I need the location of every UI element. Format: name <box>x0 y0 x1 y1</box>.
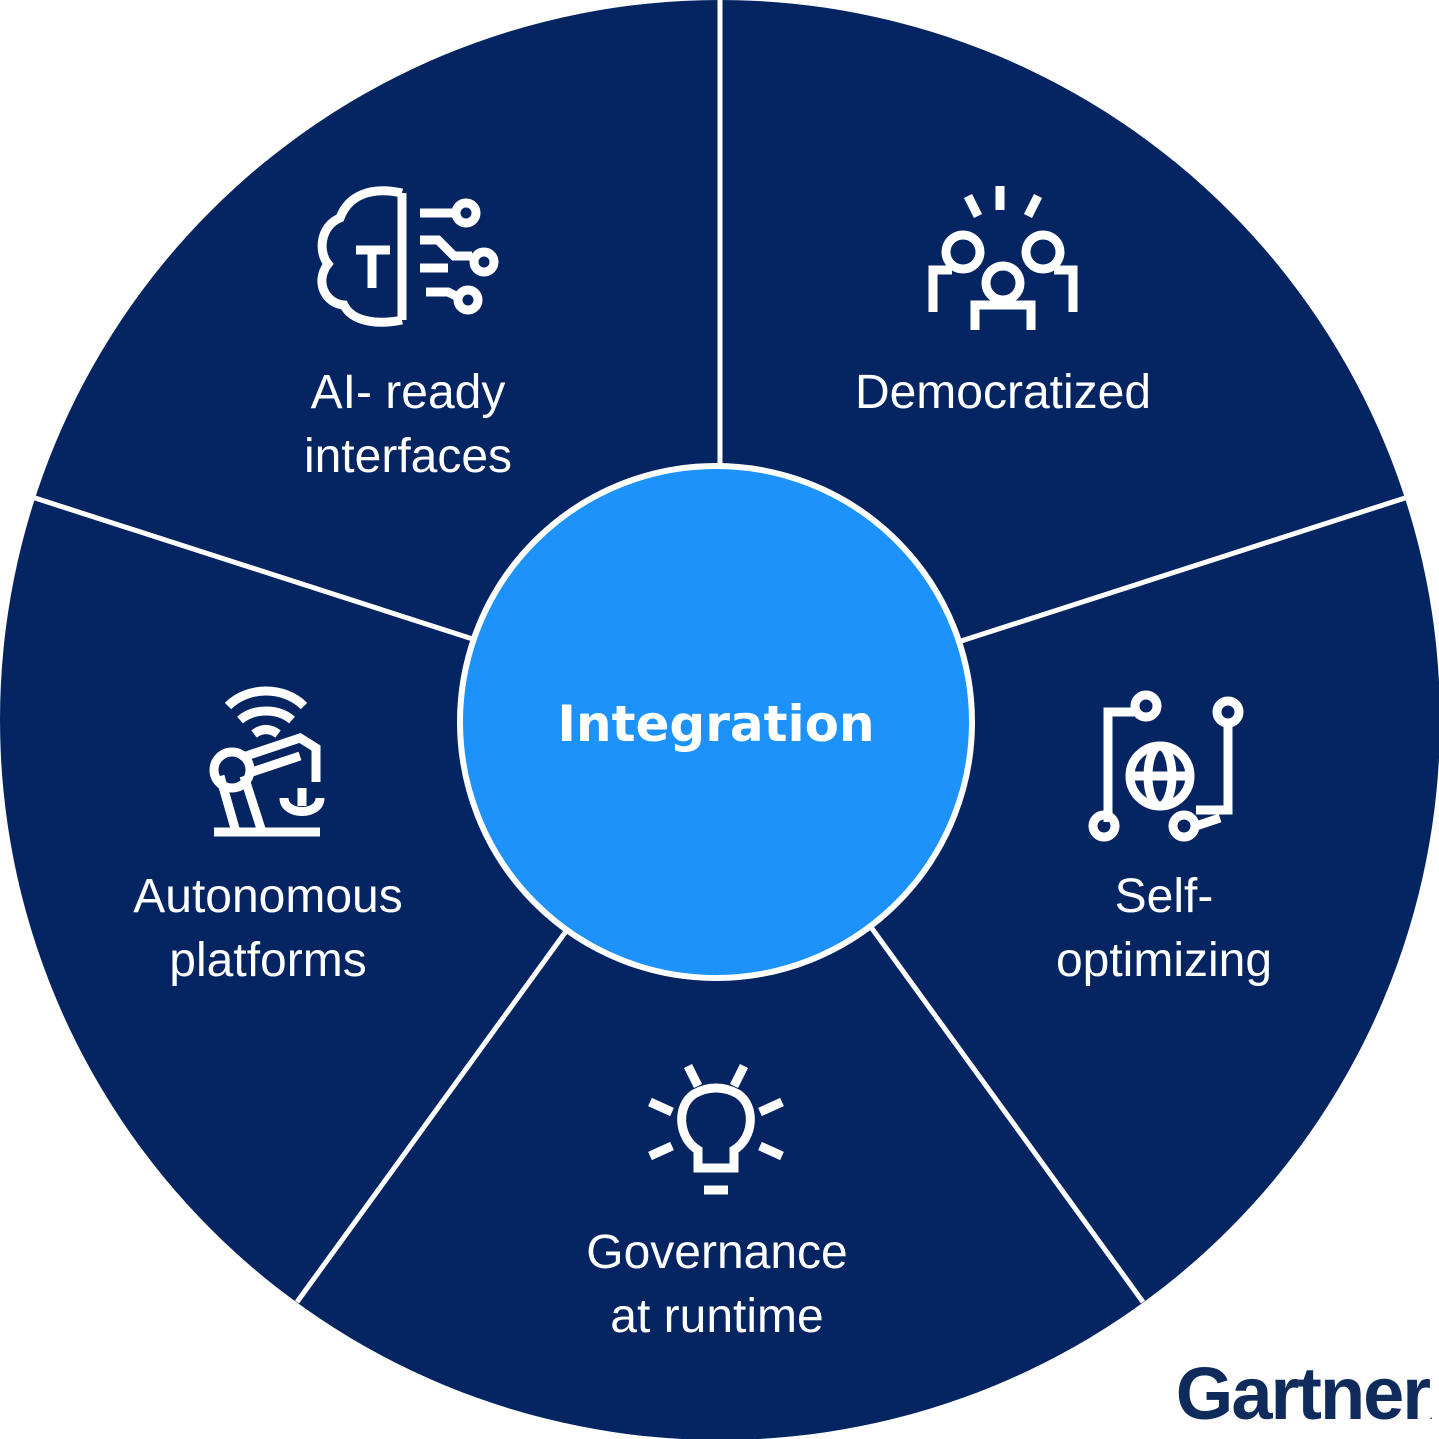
segment-governance-line-1: Governance <box>586 1226 848 1279</box>
segment-self-optimizing: Self- optimizing <box>1056 690 1272 987</box>
segment-autonomous: Autonomous platforms <box>133 686 403 987</box>
segment-ai-ready-line-1: AI- ready <box>311 366 506 419</box>
divider-bottom-left <box>294 921 575 1304</box>
segment-self-optimizing-line-1: Self- <box>1115 870 1214 923</box>
brand-mark: . <box>1429 1406 1433 1422</box>
segment-ai-ready-line-2: interfaces <box>304 430 512 483</box>
divider-bottom-right <box>865 921 1146 1304</box>
segment-autonomous-line-2: platforms <box>169 934 366 987</box>
hub-label: Integration <box>557 695 874 753</box>
segment-ai-ready: AI- ready interfaces <box>304 186 512 483</box>
brand-name: Gartner <box>1175 1352 1431 1435</box>
segment-democratized: Democratized <box>855 186 1151 419</box>
divider-right <box>957 495 1406 645</box>
gartner-logo: Gartner. <box>1176 1357 1433 1431</box>
lightbulb-icon <box>648 1063 784 1195</box>
hub-circle <box>457 463 975 981</box>
robot-arm-icon <box>209 686 325 837</box>
globe-network-icon <box>1088 690 1244 842</box>
segment-governance-line-2: at runtime <box>610 1290 823 1343</box>
people-group-icon <box>928 186 1078 330</box>
segment-democratized-line-1: Democratized <box>855 366 1151 419</box>
segment-autonomous-line-1: Autonomous <box>133 870 403 923</box>
segment-governance: Governance at runtime <box>586 1063 848 1343</box>
brain-circuit-icon <box>317 186 499 327</box>
divider-left <box>34 495 483 645</box>
wheel-dividers <box>34 0 1406 1304</box>
segment-self-optimizing-line-2: optimizing <box>1056 934 1272 987</box>
